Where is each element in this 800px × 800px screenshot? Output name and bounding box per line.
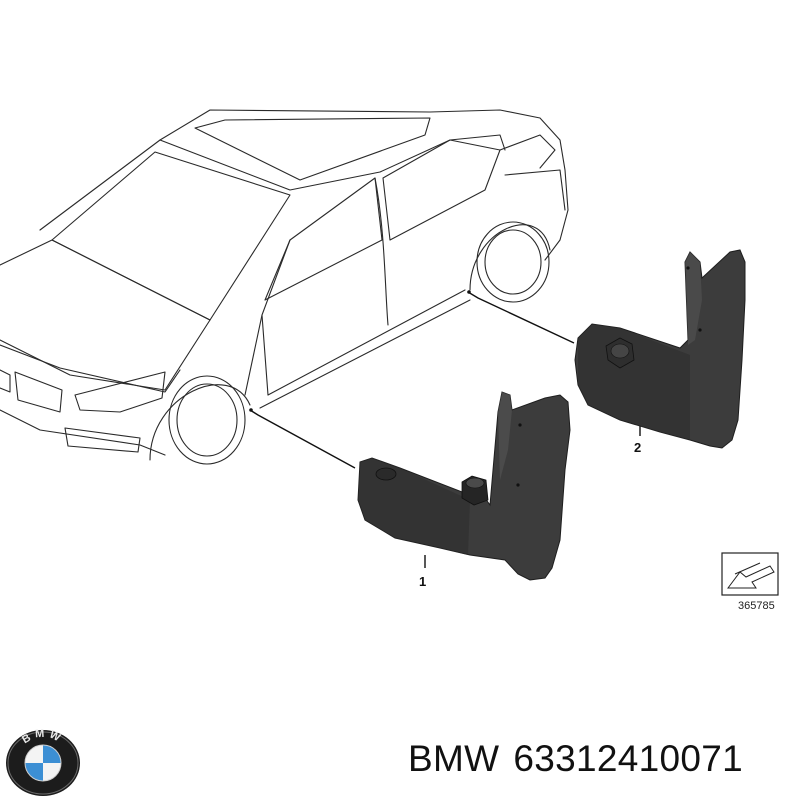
- part-caption: BMW 63312410071: [408, 738, 743, 780]
- leader-line-2: [467, 291, 575, 344]
- car-outline-drawing: [0, 109, 569, 465]
- part-number: 63312410071: [513, 738, 743, 779]
- orientation-symbol: [721, 552, 779, 596]
- brand-name: BMW: [408, 738, 500, 779]
- bmw-roundel-icon: BMW: [6, 728, 80, 796]
- mudflap-rear: [574, 249, 746, 449]
- callout-number-1: 1: [419, 574, 426, 589]
- mudflap-front: [357, 391, 571, 581]
- leader-dot-2: [467, 290, 471, 294]
- leader-lines: [249, 290, 641, 568]
- leader-dot-1: [249, 408, 253, 412]
- diagram-number: 365785: [738, 600, 775, 612]
- leader-line-1: [249, 409, 356, 469]
- callout-number-2: 2: [634, 440, 641, 455]
